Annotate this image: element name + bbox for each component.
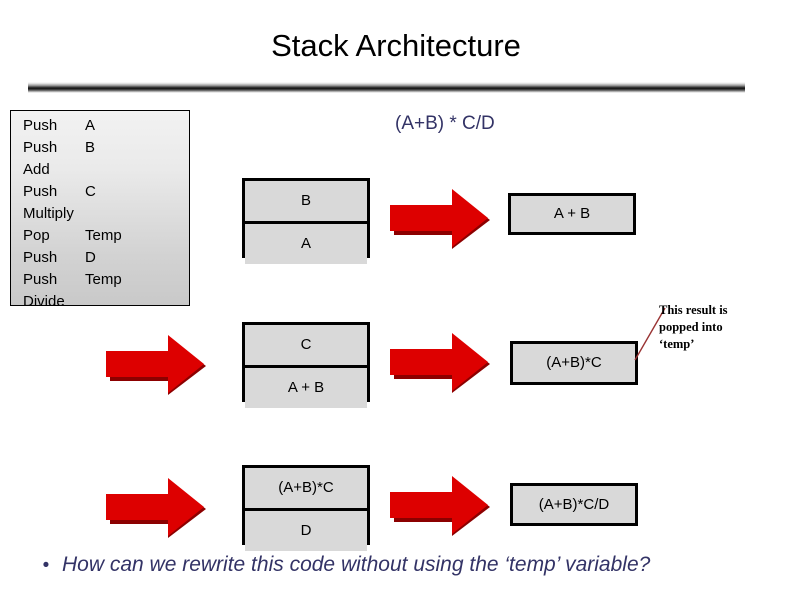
code-arg: D: [85, 249, 96, 266]
code-line: Push Temp: [23, 269, 189, 291]
stack-cell-bottom: A: [245, 224, 367, 264]
code-op: Pop: [23, 227, 50, 244]
title-divider-bar: [28, 82, 745, 93]
bullet-row: • How can we rewrite this code without u…: [30, 553, 770, 577]
code-op: Push: [23, 271, 58, 288]
code-line: Add: [23, 159, 189, 181]
result-box-row-2: (A+B)*C: [510, 341, 638, 385]
callout-line-1: This result is: [659, 303, 728, 317]
code-op: Push: [23, 117, 58, 134]
stack-cell-top: (A+B)*C: [245, 468, 367, 511]
code-op: Divide: [23, 293, 65, 310]
bullet-text: How can we rewrite this code without usi…: [62, 553, 651, 576]
callout-line-3: ‘temp’: [659, 337, 695, 351]
code-line: Push B: [23, 137, 189, 159]
stack-cell-bottom: D: [245, 511, 367, 551]
stack-row-2: C A + B: [242, 322, 370, 408]
code-op: Add: [23, 161, 50, 178]
arrow-right-icon: [104, 476, 208, 538]
code-arg: C: [85, 183, 96, 200]
callout-annotation: This result is popped into ‘temp’: [659, 302, 784, 353]
code-line: Push A: [23, 115, 189, 137]
code-line: Pop Temp: [23, 225, 189, 247]
result-box-row-1: A + B: [508, 193, 636, 235]
code-op: Push: [23, 249, 58, 266]
stack-cell-top: B: [245, 181, 367, 224]
code-line: Push D: [23, 247, 189, 269]
code-op: Multiply: [23, 205, 74, 222]
page-title: Stack Architecture: [271, 28, 521, 63]
stack-row-3: (A+B)*C D: [242, 465, 370, 551]
arrow-right-icon: [388, 187, 492, 249]
code-arg: Temp: [85, 271, 122, 288]
stack-cell-top: C: [245, 325, 367, 368]
code-op: Push: [23, 183, 58, 200]
code-line: Push C: [23, 181, 189, 203]
code-arg: Temp: [85, 227, 122, 244]
expression-label: (A+B) * C/D: [395, 113, 495, 134]
code-arg: A: [85, 117, 96, 134]
code-arg: B: [85, 139, 96, 156]
code-op: Push: [23, 139, 58, 156]
arrow-right-icon: [104, 333, 208, 395]
code-line: Divide: [23, 291, 189, 313]
arrow-right-icon: [388, 331, 492, 393]
bullet-marker: •: [42, 555, 50, 576]
arrow-right-icon: [388, 474, 492, 536]
callout-line-2: popped into: [659, 320, 723, 334]
result-box-row-3: (A+B)*C/D: [510, 483, 638, 526]
stack-cell-bottom: A + B: [245, 368, 367, 408]
code-line: Multiply: [23, 203, 189, 225]
stack-row-1: B A: [242, 178, 370, 264]
